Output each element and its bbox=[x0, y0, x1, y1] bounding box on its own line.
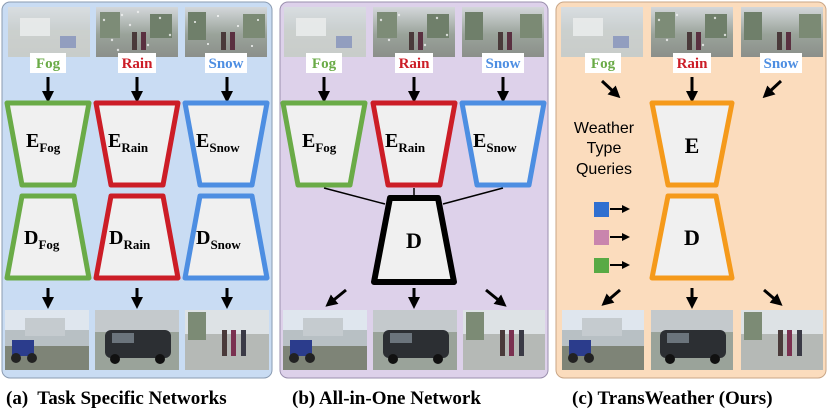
tag-fog: Fog bbox=[585, 53, 621, 73]
svg-text:Weather: Weather bbox=[574, 120, 635, 137]
tag-snow: Snow bbox=[205, 53, 247, 73]
output-image-fog bbox=[283, 310, 367, 370]
svg-text:Fog: Fog bbox=[36, 56, 61, 72]
connector-snow bbox=[442, 187, 504, 205]
svg-text:D: D bbox=[684, 225, 700, 250]
panel-all-in-one: Fog Rain Snow EFog ERain ESnow bbox=[279, 1, 549, 409]
input-image-fog bbox=[561, 7, 643, 57]
shared-decoder: D bbox=[371, 195, 457, 285]
panel-c-background bbox=[555, 1, 827, 379]
input-image-fog bbox=[284, 7, 366, 57]
svg-text:Fog: Fog bbox=[312, 56, 337, 72]
svg-text:Snow: Snow bbox=[763, 56, 798, 72]
tag-fog: Fog bbox=[30, 53, 66, 73]
input-image-snow bbox=[741, 7, 823, 57]
svg-text:Fog: Fog bbox=[591, 56, 616, 72]
panel-transweather: Fog Rain Snow E D Weather Type Queries bbox=[555, 1, 827, 409]
panel-a-background bbox=[1, 1, 273, 379]
output-image-snow bbox=[185, 310, 269, 370]
output-image-fog bbox=[562, 310, 644, 370]
encoder-fog: EFog bbox=[280, 100, 368, 188]
svg-text:Type: Type bbox=[587, 140, 622, 157]
unified-decoder: D bbox=[649, 193, 735, 281]
arrow-in-snow bbox=[762, 79, 783, 99]
input-image-snow bbox=[185, 7, 267, 57]
svg-text:Rain: Rain bbox=[122, 56, 154, 72]
caption-transweather: (c) TransWeather (Ours) bbox=[572, 388, 773, 409]
arrow-out-snow bbox=[485, 288, 507, 307]
svg-text:Rain: Rain bbox=[677, 56, 709, 72]
tag-rain: Rain bbox=[118, 53, 156, 73]
tag-snow: Snow bbox=[482, 53, 524, 73]
tag-rain: Rain bbox=[673, 53, 711, 73]
svg-text:EFog: EFog bbox=[302, 130, 337, 155]
input-image-fog bbox=[8, 7, 90, 57]
caption-task-specific: (a) Task Specific Networks bbox=[6, 388, 227, 409]
svg-text:ERain: ERain bbox=[385, 130, 426, 155]
panel-task-specific: Fog Rain Snow EFog ERain ESnow bbox=[1, 1, 273, 409]
query-blue bbox=[594, 202, 630, 217]
arrow-out-fog bbox=[601, 288, 621, 306]
unified-encoder: E bbox=[649, 100, 735, 188]
svg-text:Queries: Queries bbox=[576, 161, 632, 178]
svg-text:EFog: EFog bbox=[26, 130, 61, 155]
output-image-rain bbox=[373, 310, 457, 370]
encoder-snow: ESnow bbox=[459, 100, 547, 188]
output-image-rain bbox=[95, 310, 179, 370]
output-image-snow bbox=[463, 310, 545, 370]
arrow-out-snow bbox=[763, 288, 783, 306]
connector-fog bbox=[323, 187, 386, 205]
weather-type-queries-label: Weather Type Queries bbox=[574, 120, 635, 178]
svg-text:ERain: ERain bbox=[108, 130, 149, 155]
caption-all-in-one: (b) All-in-One Network bbox=[292, 388, 481, 409]
decoder-snow: DSnow bbox=[182, 193, 270, 281]
svg-text:E: E bbox=[685, 133, 700, 158]
tag-rain: Rain bbox=[395, 53, 433, 73]
output-image-fog bbox=[5, 310, 89, 370]
encoder-rain: ERain bbox=[370, 100, 458, 188]
output-image-snow bbox=[741, 310, 823, 370]
query-green bbox=[594, 258, 630, 273]
input-image-rain bbox=[651, 7, 733, 57]
svg-text:Rain: Rain bbox=[399, 56, 431, 72]
svg-text:ESnow: ESnow bbox=[473, 130, 517, 155]
input-image-rain bbox=[373, 7, 455, 57]
query-pink bbox=[594, 230, 630, 245]
tag-snow: Snow bbox=[760, 53, 802, 73]
svg-text:DFog: DFog bbox=[24, 227, 60, 252]
input-image-rain bbox=[96, 7, 178, 57]
svg-text:Snow: Snow bbox=[208, 56, 243, 72]
tag-fog: Fog bbox=[306, 53, 342, 73]
arrow-out-fog bbox=[325, 288, 347, 307]
encoder-snow: ESnow bbox=[182, 100, 270, 188]
decoder-rain: DRain bbox=[93, 193, 181, 281]
arrow-in-fog bbox=[600, 79, 621, 99]
encoder-fog: EFog bbox=[4, 100, 92, 188]
input-image-snow bbox=[462, 7, 544, 57]
svg-text:ESnow: ESnow bbox=[196, 130, 240, 155]
encoder-rain: ERain bbox=[93, 100, 181, 188]
decoder-fog: DFog bbox=[4, 193, 92, 281]
svg-text:DSnow: DSnow bbox=[196, 227, 241, 252]
svg-text:Snow: Snow bbox=[485, 56, 520, 72]
svg-text:DRain: DRain bbox=[109, 227, 151, 252]
svg-text:D: D bbox=[406, 228, 422, 253]
output-image-rain bbox=[651, 310, 733, 370]
